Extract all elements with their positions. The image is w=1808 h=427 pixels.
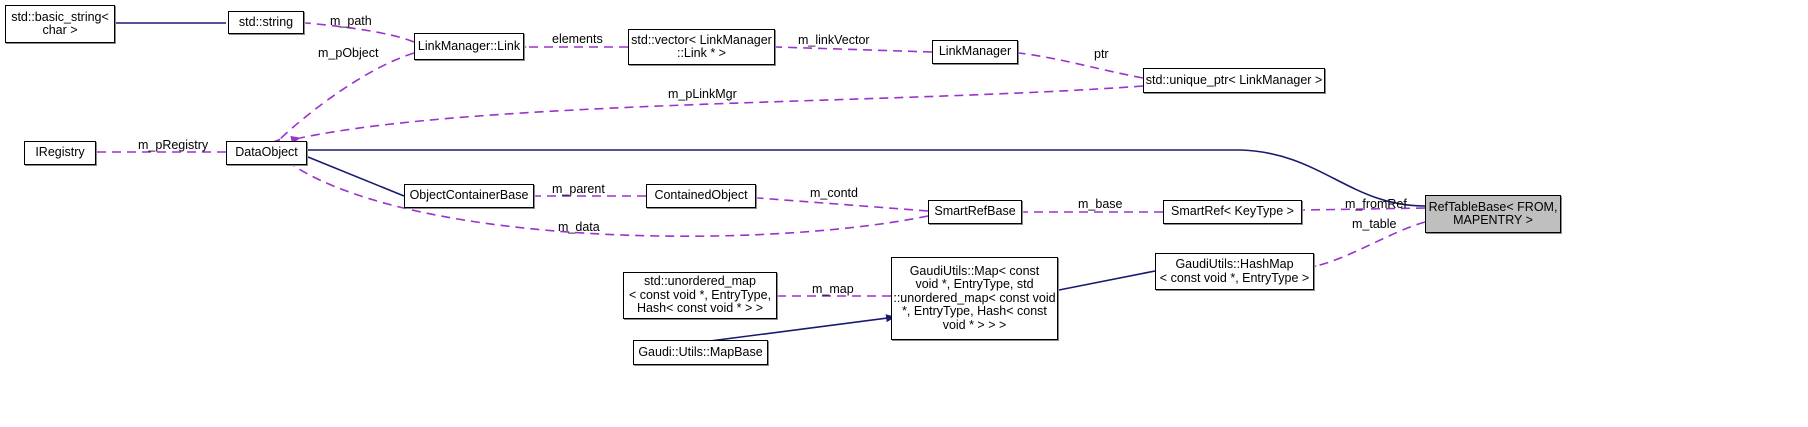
- edge-label-m_fromRef: m_fromRef: [1345, 197, 1407, 211]
- edge-label-m_pObject: m_pObject: [318, 46, 379, 60]
- class-node-string[interactable]: std::string: [228, 11, 304, 34]
- class-node-gaudimap[interactable]: GaudiUtils::Map< const void *, EntryType…: [891, 257, 1058, 340]
- class-node-objcontbase[interactable]: ObjectContainerBase: [404, 184, 534, 208]
- class-node-smartrefbase[interactable]: SmartRefBase: [928, 200, 1022, 224]
- edge-label-ptr: ptr: [1094, 47, 1109, 61]
- class-node-iregistry[interactable]: IRegistry: [24, 141, 96, 165]
- edge-label-m_map: m_map: [812, 282, 854, 296]
- class-node-dataobject[interactable]: DataObject: [226, 141, 307, 165]
- edge-label-m_path: m_path: [330, 14, 372, 28]
- class-node-reftablebase[interactable]: RefTableBase< FROM, MAPENTRY >: [1425, 195, 1561, 233]
- edge-label-elements: elements: [552, 32, 603, 46]
- edge-label-m_parent: m_parent: [552, 182, 605, 196]
- class-node-containedobj[interactable]: ContainedObject: [646, 184, 756, 208]
- edge-label-m_pLinkMgr: m_pLinkMgr: [668, 87, 737, 101]
- edge-label-m_table: m_table: [1352, 217, 1397, 231]
- edge-label-m_pRegistry: m_pRegistry: [138, 138, 209, 152]
- edge-label-m_linkVector: m_linkVector: [798, 33, 870, 47]
- class-node-mapbase[interactable]: Gaudi::Utils::MapBase: [633, 340, 768, 365]
- class-node-lm_link[interactable]: LinkManager::Link: [414, 33, 524, 60]
- class-node-linkmanager[interactable]: LinkManager: [932, 40, 1018, 64]
- class-node-unordered_map[interactable]: std::unordered_map < const void *, Entry…: [623, 272, 777, 319]
- class-node-smartref_key[interactable]: SmartRef< KeyType >: [1163, 200, 1302, 224]
- edge-label-m_contd: m_contd: [810, 186, 858, 200]
- class-node-basic_string[interactable]: std::basic_string< char >: [5, 5, 115, 43]
- class-node-hashmap[interactable]: GaudiUtils::HashMap < const void *, Entr…: [1155, 253, 1314, 290]
- edge-label-m_base: m_base: [1078, 197, 1123, 211]
- edge-label-m_data: m_data: [558, 220, 600, 234]
- class-node-vector_link[interactable]: std::vector< LinkManager ::Link * >: [628, 29, 775, 65]
- usage-edges: [88, 18, 1426, 300]
- class-node-unique_ptr[interactable]: std::unique_ptr< LinkManager >: [1143, 68, 1325, 93]
